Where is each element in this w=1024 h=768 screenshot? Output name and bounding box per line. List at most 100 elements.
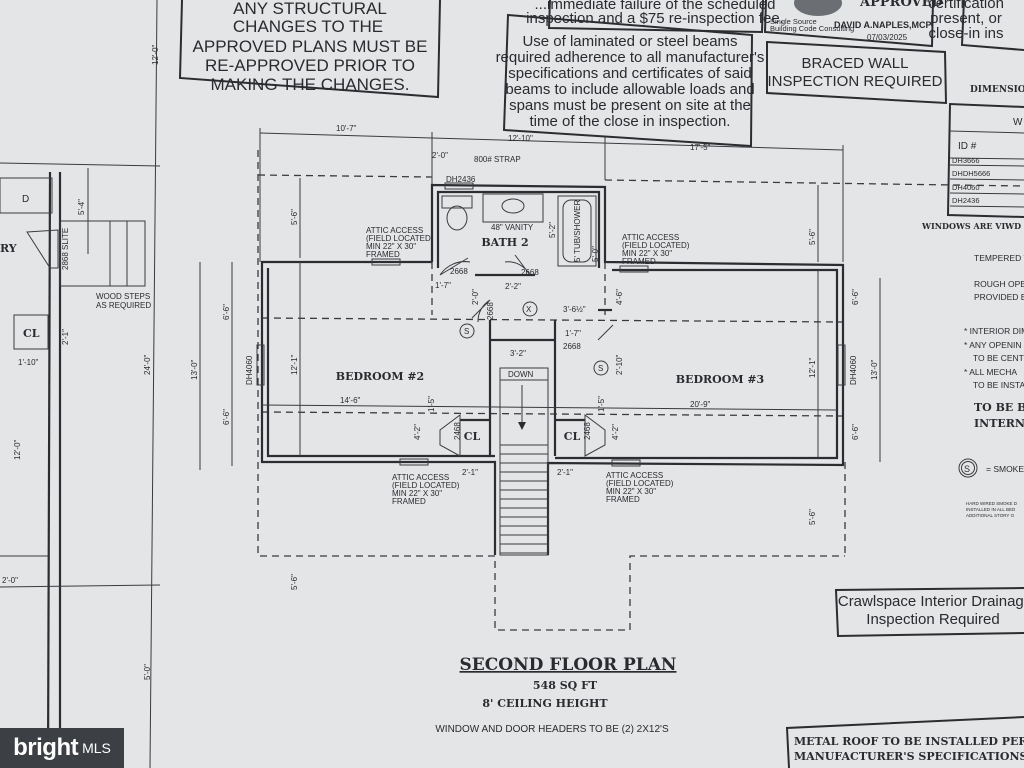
table-cell: DH2436 bbox=[952, 196, 980, 205]
ceiling-height: 8' CEILING HEIGHT bbox=[482, 697, 608, 710]
attic-note: FRAMED bbox=[392, 497, 426, 506]
attic-note: MIN 22" X 30" bbox=[366, 242, 416, 251]
note-line: * ALL MECHA bbox=[964, 367, 1017, 377]
general-notes: TEMPERED W ROUGH OPE PROVIDED B * INTERI… bbox=[958, 253, 1024, 518]
note-line: RE-APPROVED PRIOR TO bbox=[205, 56, 415, 75]
door-label: 2468 bbox=[453, 422, 462, 440]
dimension-label: 2'-0" bbox=[471, 289, 480, 305]
dimension-label: 10'-7" bbox=[336, 124, 357, 133]
attic-access-notes: ATTIC ACCESS (FIELD LOCATED) MIN 22" X 3… bbox=[366, 226, 690, 506]
dimension-label: 13'-0" bbox=[190, 359, 199, 380]
dimension-label: 5'-6" bbox=[808, 229, 817, 245]
smoke-legend: = SMOKE bbox=[986, 464, 1024, 474]
dimension-label: 2'-10" bbox=[615, 354, 624, 375]
attic-note: ATTIC ACCESS bbox=[366, 226, 423, 235]
dimension-label: 5'-0" bbox=[143, 664, 152, 680]
dimension-label: 2'-1" bbox=[557, 468, 573, 477]
door-label: 2868 SLITE bbox=[61, 228, 70, 270]
closet-label: CL bbox=[564, 430, 581, 443]
dimension-label: 24'-0" bbox=[143, 354, 152, 375]
doors: 2668 2668 2668 2668 2468 2468 DH4060 DH4… bbox=[245, 254, 858, 440]
dimension-label: 12'-0" bbox=[151, 44, 160, 65]
closet-label: CL bbox=[23, 327, 40, 340]
dimension-label: 5'-6" bbox=[808, 509, 817, 525]
attic-note: (FIELD LOCATED) bbox=[366, 234, 434, 243]
door-label: 2668 bbox=[450, 267, 468, 276]
dimension-label: 5'-6" bbox=[290, 574, 299, 590]
dimension-label: 6'-6" bbox=[851, 424, 860, 440]
table-footer: WINDOWS ARE VIWD bbox=[921, 221, 1021, 231]
stairs: DOWN X bbox=[499, 301, 549, 556]
stamp-status: APPROVED bbox=[859, 0, 943, 10]
attic-note: (FIELD LOCATED) bbox=[606, 479, 674, 488]
dimension-label: 4'-2" bbox=[413, 424, 422, 440]
dimension-label: 2'-2" bbox=[505, 282, 521, 291]
inspector-name: DAVID A.NAPLES,MCP bbox=[834, 20, 932, 30]
window-schedule-table: DIMENSIONS W ID # DH3666 DHDH5666 DH4060… bbox=[921, 85, 1024, 231]
door-label: 2668 bbox=[486, 302, 495, 320]
strap-label: 800# STRAP bbox=[474, 155, 521, 164]
note-line: inspection and a $75 re-inspection fee. bbox=[526, 10, 784, 27]
approval-stamp: APPROVED Single Source Building Code Con… bbox=[763, 0, 943, 48]
toilet-icon bbox=[446, 205, 468, 231]
dimension-label: 13'-0" bbox=[870, 359, 879, 380]
metal-roof-note: METAL ROOF TO BE INSTALLED PER MANUFACTU… bbox=[785, 716, 1024, 768]
note-line: Use of laminated or steel beams bbox=[522, 33, 737, 50]
dimension-label: 1'-5" bbox=[427, 396, 436, 412]
room-label: RY bbox=[0, 242, 17, 255]
dimension-label: 2'-1" bbox=[462, 468, 478, 477]
watermark-brand: bright bbox=[13, 734, 79, 761]
table-header: ID # bbox=[958, 141, 977, 152]
smoke-symbol: S bbox=[964, 464, 970, 474]
window-label: DH2436 bbox=[446, 175, 476, 184]
plan-title-block: SECOND FLOOR PLAN 548 SQ FT 8' CEILING H… bbox=[435, 655, 676, 735]
dimension-label: 1'-7" bbox=[565, 329, 581, 338]
attic-note: FRAMED bbox=[366, 250, 400, 259]
note-line: BRACED WALL bbox=[802, 55, 909, 72]
table-cell: DH3666 bbox=[952, 156, 980, 165]
attic-note: FRAMED bbox=[606, 495, 640, 504]
note-line: specifications and certificates of said bbox=[508, 65, 751, 82]
dimension-label: 12'-1" bbox=[808, 357, 817, 378]
window-label: DH4060 bbox=[849, 355, 858, 385]
dimension-label: 12'-1" bbox=[290, 354, 299, 375]
door-label: 2668 bbox=[563, 342, 581, 351]
note-line: ADDITIONAL STORY O bbox=[966, 513, 1015, 518]
vanity-label: 48" VANITY bbox=[491, 223, 534, 232]
attic-note: MIN 22" X 30" bbox=[622, 249, 672, 258]
note-line: INTERN. bbox=[974, 417, 1024, 430]
attic-hatch-symbol: X bbox=[526, 305, 532, 314]
note-line: CHANGES TO THE bbox=[233, 17, 383, 36]
note-line: present, or bbox=[930, 10, 1002, 27]
note-line: MANUFACTURER'S SPECIFICATIONS bbox=[794, 750, 1024, 763]
stamp-date: 07/03/2025 bbox=[867, 33, 908, 42]
stamp-company: Single Source bbox=[770, 17, 817, 26]
dimension-label: 1'-5" bbox=[597, 396, 606, 412]
crawlspace-note: Crawlspace Interior Drainage Inspection … bbox=[834, 587, 1024, 638]
smoke-detector-icon bbox=[459, 323, 475, 339]
tub-icon bbox=[557, 195, 597, 267]
note-line: Inspection Required bbox=[866, 611, 999, 628]
dimension-label: 20'-9" bbox=[690, 400, 711, 409]
note-line: spans must be present on site at the bbox=[509, 97, 751, 114]
window-label: DH4060 bbox=[245, 355, 254, 385]
note-line: required adherence to all manufacturer's bbox=[496, 49, 765, 66]
smoke-detector-icon bbox=[593, 360, 609, 376]
roof-outline bbox=[257, 150, 1024, 631]
dimension-label: 17'-5" bbox=[690, 143, 711, 152]
note-line: ANY STRUCTURAL bbox=[233, 0, 387, 18]
room-label-bedroom-3: BEDROOM #3 bbox=[676, 373, 764, 386]
table-title: DIMENSIONS bbox=[970, 85, 1024, 95]
dimension-label: 1'-10" bbox=[18, 358, 39, 367]
dimension-label: 4'-6" bbox=[615, 289, 624, 305]
note-line: TEMPERED W bbox=[974, 253, 1024, 263]
dimension-label: 5'-0" bbox=[591, 246, 600, 262]
adjacent-plan-section: D RY CL 2868 SLITE WOOD STEPS AS REQUIRE… bbox=[0, 0, 161, 768]
walls bbox=[256, 182, 846, 555]
dimension-label: 5'-4" bbox=[77, 199, 86, 215]
dimension-label: 12'-10" bbox=[508, 134, 533, 143]
attic-note: ATTIC ACCESS bbox=[622, 233, 679, 242]
bright-mls-watermark: bright MLS bbox=[0, 728, 124, 768]
certification-note: certification present, or close-in ins bbox=[928, 0, 1024, 51]
